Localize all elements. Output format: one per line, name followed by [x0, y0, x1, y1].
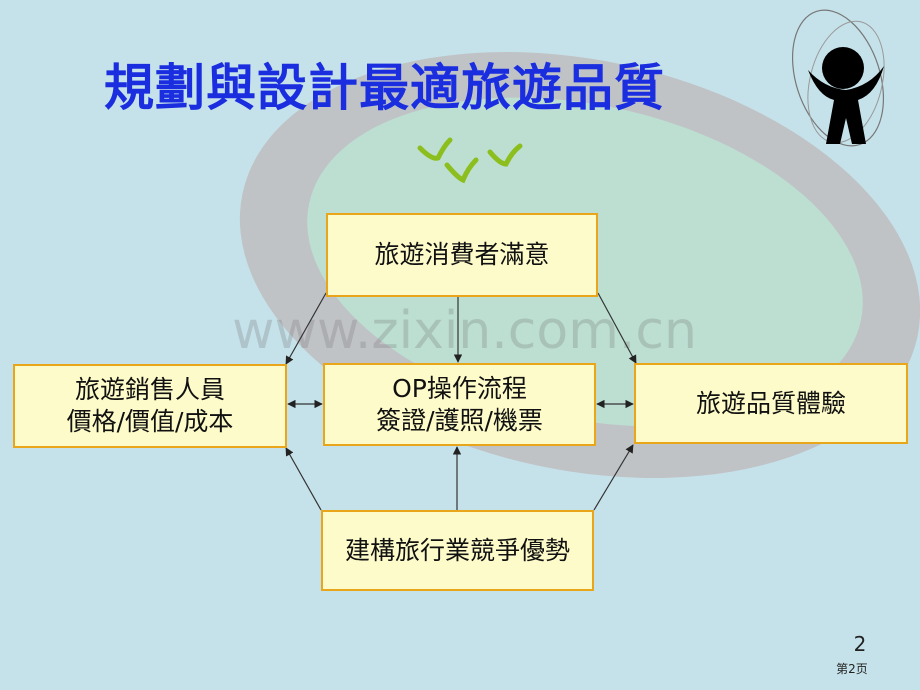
node-customer-satisfaction: 旅遊消費者滿意: [326, 213, 598, 297]
bird-icons: [417, 137, 523, 184]
page-label: 第2页: [836, 662, 868, 676]
node-quality-experience: 旅遊品質體驗: [634, 363, 908, 444]
node-label-line-2: 價格/價值/成本: [66, 407, 234, 436]
node-label: 旅遊品質體驗: [695, 388, 846, 418]
node-sales-staff: 旅遊銷售人員 價格/價值/成本: [13, 364, 287, 448]
arrow-top-to-right: [597, 292, 637, 364]
node-label-line-1: OP操作流程: [392, 373, 527, 403]
arrow-bottom-to-right: [593, 444, 634, 511]
node-op-process: OP操作流程 簽證/護照/機票: [323, 363, 596, 446]
slide-title: 規劃與設計最適旅遊品質: [104, 59, 665, 117]
node-competitive-advantage: 建構旅行業競爭優勢: [321, 510, 594, 591]
node-label: 建構旅行業競爭優勢: [344, 535, 570, 565]
watermark-text: www.zixin.com.cn: [232, 301, 697, 361]
page-number: 2: [853, 632, 867, 656]
arrow-bottom-to-left: [285, 447, 322, 511]
node-label-line-2: 簽證/護照/機票: [376, 405, 543, 435]
arrow-top-to-left: [285, 292, 327, 365]
node-label: 旅遊消費者滿意: [374, 240, 550, 269]
person-logo-icon: [791, 9, 885, 147]
node-label-line-1: 旅遊銷售人員: [74, 375, 225, 404]
